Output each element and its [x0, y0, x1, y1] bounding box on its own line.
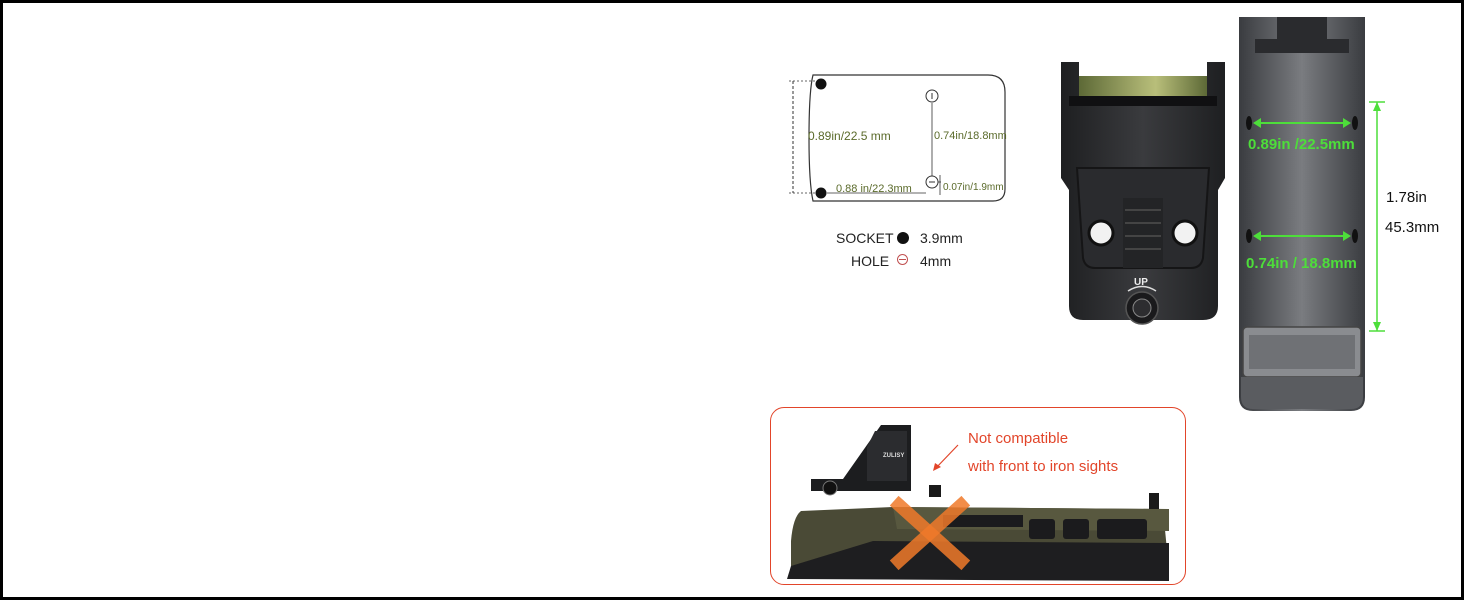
compat-line-1: Not compatible [968, 430, 1069, 447]
plate-length-mm: 45.3mm [1385, 219, 1440, 236]
dim-right-height: 0.74in/18.8mm [934, 130, 1007, 142]
mounting-plate-image [1239, 17, 1365, 411]
compat-line-2: with front to iron sights [968, 458, 1119, 475]
socket-dot-bottom [815, 187, 827, 199]
legend-hole-value: 4mm [920, 253, 952, 269]
hole-icon [897, 254, 908, 265]
dim-bottom-width: 0.88 in/22.3mm [836, 183, 912, 195]
brand-logo: ZULISY [883, 453, 904, 459]
socket-dot-top [815, 78, 827, 90]
plate-top-spacing: 0.89in /22.5mm [1248, 136, 1355, 153]
dim-left-height: 0.89in/22.5 mm [808, 129, 891, 143]
footprint-diagram [789, 74, 1006, 202]
dim-small-offset: 0.07in/1.9mm [943, 182, 1004, 193]
plate-length-in: 1.78in [1386, 189, 1427, 206]
socket-icon [897, 232, 909, 244]
red-dot-sight-image [1061, 62, 1225, 325]
slide-with-sight-image: ZULISY [787, 425, 1169, 581]
sight-up-label: UP [1134, 277, 1148, 288]
plate-bottom-spacing: 0.74in / 18.8mm [1246, 255, 1357, 272]
hole-top [925, 89, 939, 103]
length-dimension-line [1369, 101, 1385, 332]
legend-socket-value: 3.9mm [920, 230, 963, 246]
legend-socket-label: SOCKET [836, 230, 894, 246]
legend-hole-label: HOLE [851, 253, 890, 269]
compatibility-warning-panel [770, 407, 1186, 585]
